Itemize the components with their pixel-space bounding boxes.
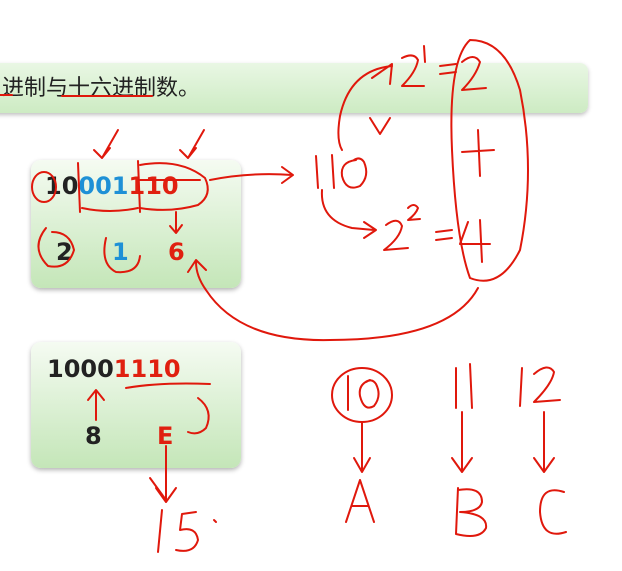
slide-title: 进制与十六进制数。 [2,76,201,101]
bits-low-nibble: 1110 [113,355,181,383]
hex-digit-e: E [157,422,174,450]
arrow-10-to-a [353,421,371,473]
handwritten-c [539,489,567,535]
handwritten-12 [519,366,561,407]
hex-digit-8: 8 [85,422,102,450]
octal-digit-1: 1 [112,238,129,266]
circle-10 [331,367,393,423]
arrow-down-left [93,129,119,159]
bits-prefix: 10 [45,172,79,200]
handwritten-a [345,479,375,523]
bits-high-nibble: 1000 [47,355,114,383]
handwritten-2-base-second [383,219,409,251]
binary-digits-top: 10001110 [45,172,179,200]
handwritten-plus [461,129,495,177]
octal-digit-2: 2 [56,238,73,266]
bits-group-blue: 001 [78,172,129,200]
arrow-down-right [179,129,205,159]
handwritten-dot [213,519,217,523]
bits-group-red: 110 [128,172,179,200]
binary-digits-bottom: 10001110 [47,355,181,383]
loop-arrow-bottom [320,189,377,239]
handwritten-exp-1 [423,45,426,63]
handwritten-11 [455,363,473,409]
handwritten-15 [157,509,199,553]
octal-digit-6: 6 [168,238,185,266]
handwritten-110 [315,154,368,189]
handwritten-b [455,487,488,537]
equals-sign-2 [435,229,453,241]
handwritten-10 [347,375,380,411]
arrow-12-to-c [533,411,555,473]
handwritten-exp-2 [407,204,421,221]
arrow-11-to-b [451,411,473,473]
handwritten-4 [459,219,491,263]
